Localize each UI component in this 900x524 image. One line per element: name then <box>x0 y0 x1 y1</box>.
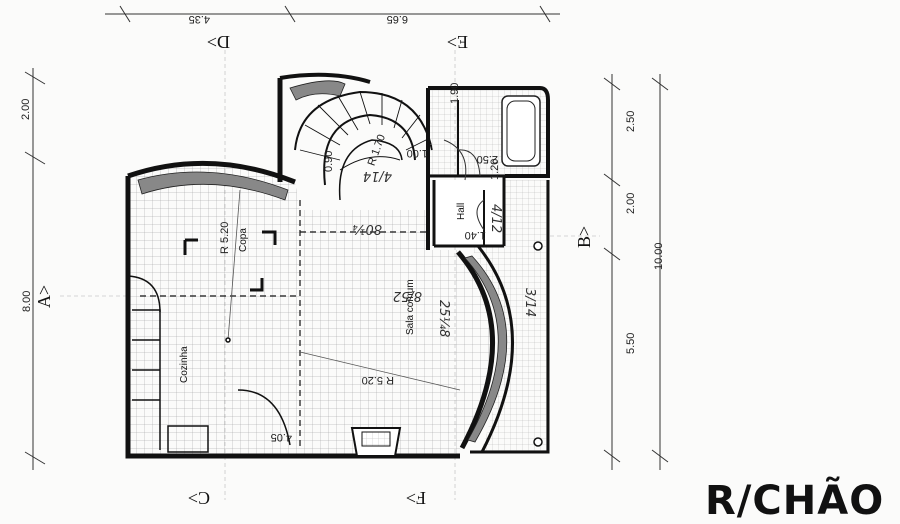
entry-door <box>126 275 161 313</box>
dim-right-1: 2.50 <box>625 111 637 132</box>
room-sala: Sala comum <box>405 279 416 335</box>
room-divisions <box>140 200 430 450</box>
dim-top-left: 4.35 <box>189 13 210 25</box>
markers <box>225 241 543 447</box>
dim-left-lower: 8.00 <box>21 291 33 312</box>
dim-right-3: 5.50 <box>625 333 637 354</box>
note-2: 25¼8 <box>436 300 451 337</box>
dim-hall-1: 1.20 <box>489 159 501 180</box>
top-dimension-line <box>105 5 560 23</box>
note-5: 4/12 <box>488 204 503 233</box>
room-copa: Copa <box>238 228 249 252</box>
room-cozinha: Cozinha <box>179 346 190 383</box>
spiral-stair <box>277 72 433 201</box>
dim-right-total: 10.00 <box>653 242 665 270</box>
dim-left-upper: 2.00 <box>20 99 32 120</box>
copa-corner-marks <box>183 230 277 292</box>
axis-f: F> <box>406 488 426 506</box>
note-6: 3/14 <box>522 288 537 317</box>
radius-stair: R 1.70 <box>366 133 388 168</box>
dim-stair-d: 0.90 <box>323 151 335 172</box>
radius-lines <box>227 189 461 391</box>
floor-plan: 4.35 6.65 2.00 8.00 2.50 2.00 5.50 10.00… <box>20 5 669 506</box>
axis-a: A> <box>34 285 54 308</box>
note-1: 80¼ <box>352 221 382 236</box>
left-dimension-line <box>24 68 46 470</box>
fireplace <box>350 427 402 457</box>
dim-wc-height: 1.90 <box>449 83 461 104</box>
exterior-walls <box>125 160 550 459</box>
axis-b: B> <box>574 226 594 248</box>
note-4: 4/14 <box>363 168 392 183</box>
dim-wc-width: 2.50 <box>477 153 498 165</box>
note-3: 8/52 <box>393 288 422 303</box>
right-dimension-lines <box>603 74 669 470</box>
dim-top-right: 6.65 <box>387 13 408 25</box>
room-hall: Hall <box>456 203 467 220</box>
dim-hall-2: 1.40 <box>465 229 486 241</box>
dim-right-2: 2.00 <box>625 193 637 214</box>
bathroom <box>426 86 550 250</box>
axis-e: E> <box>447 32 468 52</box>
dim-stair-w: 1.00 <box>407 147 428 159</box>
floor-title: R/CHÃO <box>705 478 885 524</box>
axis-d: D> <box>207 32 230 52</box>
dim-bottom-left: 4.05 <box>271 431 292 443</box>
radius-copa: R 5.20 <box>219 222 231 254</box>
axis-c: C> <box>188 488 210 506</box>
radius-sala: R 5.20 <box>362 374 394 386</box>
hall <box>432 139 506 248</box>
